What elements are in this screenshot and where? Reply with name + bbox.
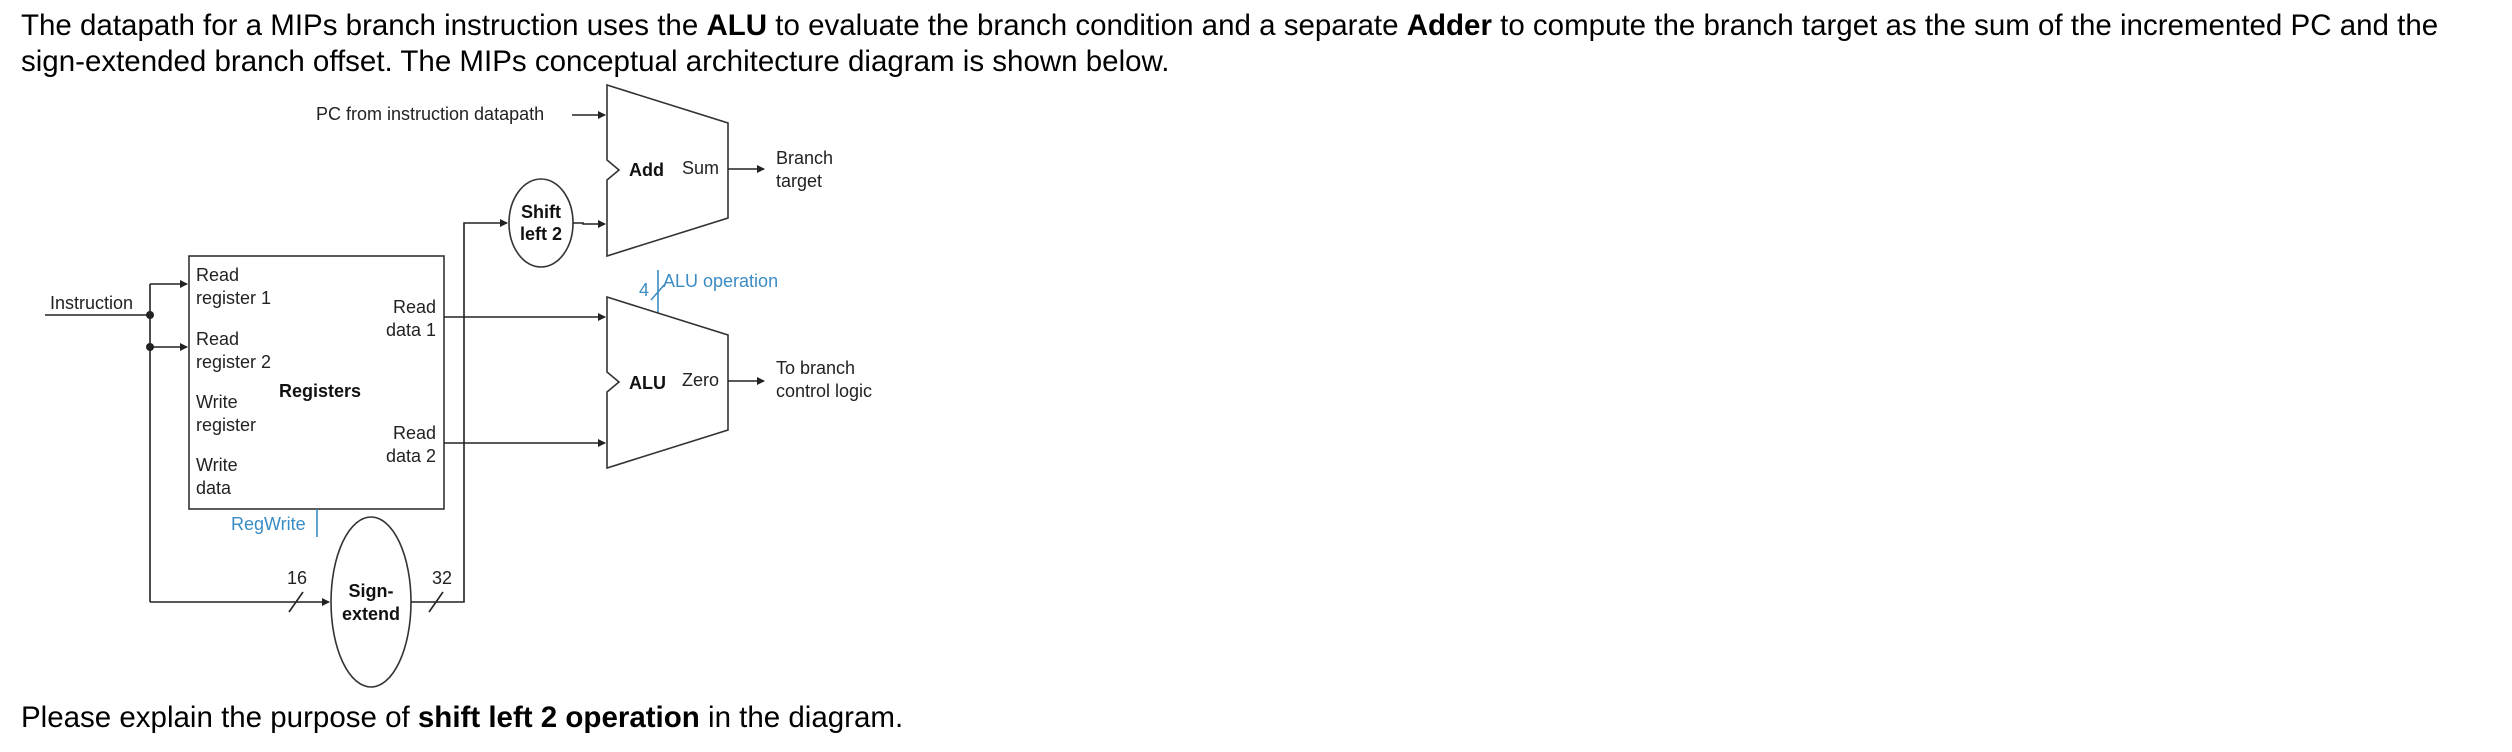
read-data-1-label-a: Read [393, 297, 436, 317]
read-data-2-label-a: Read [393, 423, 436, 443]
shift-to-adder-wire [573, 220, 606, 228]
branch-control-label-2: control logic [776, 381, 872, 401]
question-text-1: Please explain the purpose of [21, 701, 418, 734]
question-bold-term: shift left 2 operation [417, 701, 700, 734]
write-register-label-b: register [196, 415, 256, 435]
read-data-2-label-b: data 2 [386, 446, 436, 466]
sign-extend-input-bits: 16 [287, 568, 307, 588]
adder-output-label: Sum [682, 158, 719, 178]
write-register-label-a: Write [196, 392, 238, 412]
regwrite-label: RegWrite [231, 514, 306, 534]
branch-target-label-1: Branch [776, 148, 833, 168]
write-data-label-a: Write [196, 455, 238, 475]
sign-extend-output-bits: 32 [432, 568, 452, 588]
sign-extend-label-1: Sign- [349, 581, 394, 601]
read-data-1-label-b: data 1 [386, 320, 436, 340]
branch-target-label-2: target [776, 171, 822, 191]
alu-operation-slash [650, 283, 666, 301]
alu-term: ALU [706, 9, 768, 42]
read-register-2-label-b: register 2 [196, 352, 271, 372]
sign-extend-to-shift-wire [411, 219, 508, 603]
sign-extend-shape [330, 516, 412, 688]
shift-left-2-label-2: left 2 [520, 224, 562, 244]
question-paragraph: Please explain the purpose of shift left… [21, 700, 903, 736]
instruction-label: Instruction [50, 293, 133, 313]
intro-text-2: to evaluate the branch condition and a s… [767, 9, 1407, 42]
intro-paragraph: The datapath for a MIPs branch instructi… [21, 8, 2491, 80]
instruction-junction-1 [146, 311, 154, 319]
write-data-label-b: data [196, 478, 232, 498]
adder-term: Adder [1406, 9, 1492, 42]
sign-extend-label-2: extend [342, 604, 400, 624]
read-register-2-label-a: Read [196, 329, 239, 349]
read-register-1-label-a: Read [196, 265, 239, 285]
read-register-1-label-b: register 1 [196, 288, 271, 308]
branch-control-label-1: To branch [776, 358, 855, 378]
adder-shape [606, 83, 729, 258]
adder-name: Add [629, 160, 664, 180]
alu-name: ALU [629, 373, 666, 393]
alu-output-label: Zero [682, 370, 719, 390]
intro-text-3: to compute the branch target as the sum … [21, 9, 2439, 78]
intro-text-1: The datapath for a MIPs branch instructi… [21, 9, 707, 42]
pc-input-label: PC from instruction datapath [316, 104, 544, 124]
shift-left-2-shape [508, 178, 574, 268]
alu-shape [606, 295, 729, 470]
registers-title: Registers [279, 381, 361, 401]
sign-extend-input-slash [288, 591, 304, 613]
shift-left-2-label-1: Shift [521, 202, 561, 222]
registers-box [188, 255, 445, 510]
alu-operation-label: ALU operation [663, 271, 778, 291]
question-text-2: in the diagram. [699, 701, 904, 734]
alu-operation-bits: 4 [639, 280, 649, 300]
